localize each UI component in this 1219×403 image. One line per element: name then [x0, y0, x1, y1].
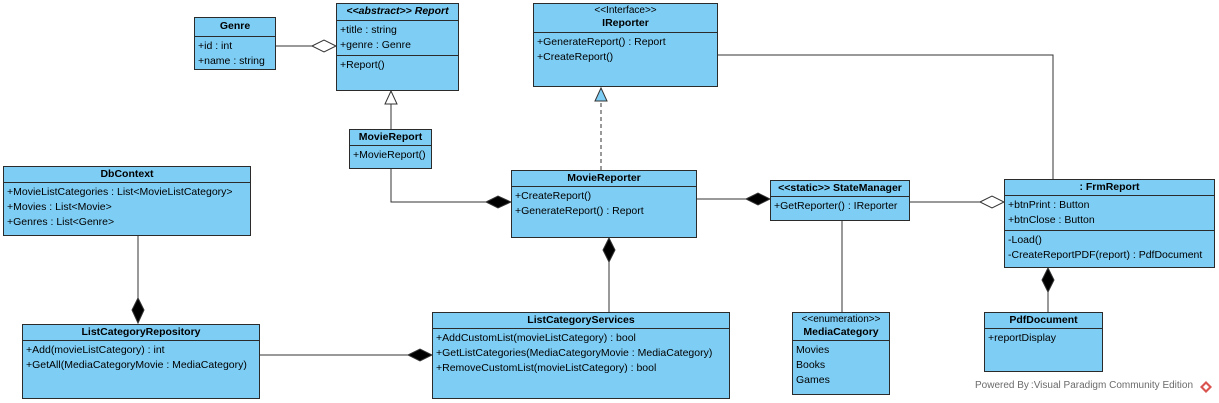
class-moviereporter[interactable]: MovieReporter +CreateReport() +GenerateR… — [511, 170, 697, 238]
class-name: DbContext — [100, 168, 154, 180]
operation: +CreateReport() — [515, 190, 592, 202]
operation: +MovieReport() — [353, 149, 426, 161]
aggregation-diamond-genre — [310, 39, 338, 53]
attribute: +id : int — [198, 40, 233, 52]
class-genre[interactable]: Genre +id : int +name : string — [194, 17, 276, 70]
composition-diamond-moviereporter — [484, 195, 513, 209]
operation: +reportDisplay — [988, 332, 1056, 344]
class-name: Genre — [219, 20, 251, 32]
class-mediacategory[interactable]: <<enumeration>> MediaCategory Movies Boo… — [792, 312, 890, 395]
operation: +GenerateReport() : Report — [537, 36, 666, 48]
stereotype: <<Interface>> — [594, 5, 657, 16]
class-statemanager[interactable]: <<static>> StateManager +GetReporter() :… — [770, 180, 910, 221]
class-report[interactable]: <<abstract>> Report +title : string +gen… — [336, 3, 459, 91]
class-listcategoryservices[interactable]: ListCategoryServices +AddCustomList(movi… — [432, 312, 730, 399]
operation: -Load() — [1008, 234, 1042, 246]
attribute: +genre : Genre — [340, 39, 411, 51]
class-moviereport[interactable]: MovieReport +MovieReport() — [349, 129, 432, 169]
attribute: +name : string — [198, 55, 265, 67]
attribute: +Genres : List<Genre> — [7, 216, 115, 228]
enum-literal: Movies — [796, 344, 830, 356]
ireporter-frmreport-association — [718, 54, 1054, 179]
composition-diamond-statemanager — [744, 192, 772, 206]
stereotype: <<enumeration>> — [801, 314, 881, 325]
class-name: MovieReporter — [567, 172, 641, 184]
class-frmreport[interactable]: : FrmReport +btnPrint : Button +btnClose… — [1004, 179, 1215, 268]
composition-diamond-frmreport — [1041, 266, 1055, 294]
class-pdfdocument[interactable]: PdfDocument +reportDisplay — [984, 312, 1103, 372]
operation: +Report() — [340, 59, 385, 71]
operation: +AddCustomList(movieListCategory) : bool — [436, 332, 636, 344]
operation: +RemoveCustomList(movieListCategory) : b… — [436, 362, 657, 374]
realization-arrow-ireporter — [594, 86, 608, 102]
operation: +CreateReport() — [537, 51, 614, 63]
operation: +GenerateReport() : Report — [515, 205, 644, 217]
attribute: +title : string — [340, 24, 397, 36]
attribute: +Movies : List<Movie> — [7, 201, 112, 213]
class-name: StateManager — [833, 182, 902, 194]
moviereport-moviereporter-composition — [390, 169, 486, 203]
watermark-text: Powered By :Visual Paradigm Community Ed… — [975, 380, 1194, 391]
operation: +GetAll(MediaCategoryMovie : MediaCatego… — [26, 359, 247, 371]
enum-literal: Games — [796, 374, 830, 386]
enum-literal: Books — [796, 359, 826, 371]
operation: +Add(movieListCategory) : int — [26, 344, 165, 356]
class-name: ListCategoryRepository — [81, 326, 201, 338]
class-name: Report — [414, 5, 449, 17]
operation: +GetListCategories(MediaCategoryMovie : … — [436, 347, 713, 359]
composition-diamond-moviereporter-bottom — [602, 236, 616, 264]
composition-diamond-listcategoryservices — [406, 348, 434, 362]
class-ireporter[interactable]: <<Interface>> IReporter +GenerateReport(… — [533, 3, 718, 87]
class-name: ListCategoryServices — [527, 314, 635, 326]
operation: -CreateReportPDF(report) : PdfDocument — [1008, 249, 1203, 261]
class-name: MovieReport — [358, 131, 423, 143]
class-name: IReporter — [602, 17, 649, 29]
class-name: PdfDocument — [1009, 314, 1078, 326]
aggregation-diamond-frmreport — [978, 195, 1006, 209]
attribute: +btnClose : Button — [1008, 214, 1095, 226]
attribute: +MovieListCategories : List<MovieListCat… — [7, 186, 233, 198]
visual-paradigm-logo-icon — [1200, 381, 1212, 393]
stereotype: <<abstract>> — [346, 5, 412, 17]
class-name: : FrmReport — [1079, 181, 1140, 193]
composition-diamond-listcategoryrepository — [131, 296, 145, 325]
class-dbcontext[interactable]: DbContext +MovieListCategories : List<Mo… — [3, 166, 251, 236]
generalization-arrow-report — [384, 89, 398, 105]
stereotype: <<static>> — [778, 182, 831, 194]
operation: +GetReporter() : IReporter — [774, 200, 898, 212]
class-name: MediaCategory — [803, 326, 879, 338]
class-listcategoryrepository[interactable]: ListCategoryRepository +Add(movieListCat… — [22, 324, 260, 399]
attribute: +btnPrint : Button — [1008, 199, 1090, 211]
